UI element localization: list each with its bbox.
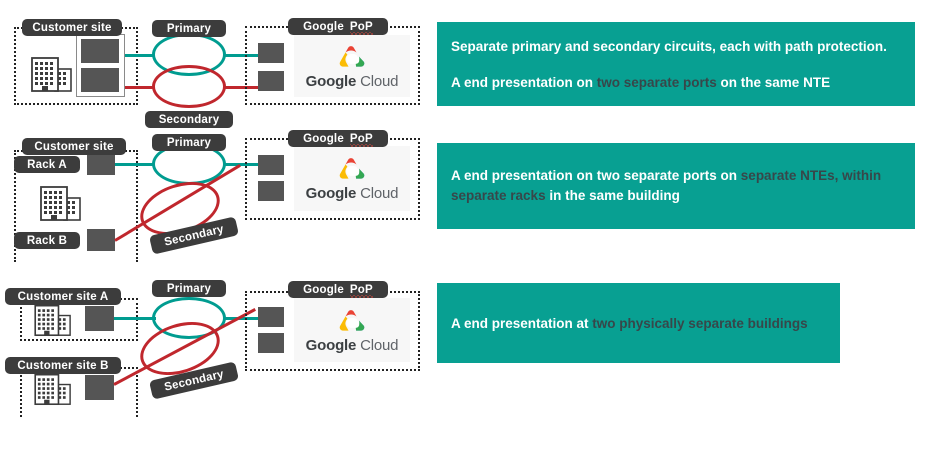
google-cloud-wordmark-row3: Google Cloud <box>306 337 399 354</box>
google-pop-word-text-row3: PoP <box>349 283 373 298</box>
google-pop-word-text-row2: PoP <box>349 132 373 147</box>
nte-port-secondary-row1 <box>81 68 119 92</box>
building-icon-row1 <box>31 57 72 92</box>
primary-link-left-row2 <box>115 163 154 166</box>
google-pop-label-row1: Google PoP <box>288 18 388 35</box>
gc-google-text-row3: Google <box>305 336 357 354</box>
primary-link-left-row3 <box>114 317 156 320</box>
building-icon-row2 <box>40 186 81 221</box>
google-cloud-logo-card-row3: Google Cloud <box>294 298 410 362</box>
secondary-link-left-row1 <box>125 86 154 89</box>
secondary-cloud-oval-row1 <box>152 65 226 108</box>
pop-port-primary-row2 <box>258 155 284 175</box>
panel1-line1-text: Separate primary and secondary circuits,… <box>451 38 887 54</box>
google-pop-prefix-text: Google <box>303 20 344 33</box>
google-cloud-icon-row3 <box>339 309 365 331</box>
gc-google-text: Google <box>305 72 357 90</box>
google-cloud-logo-card-row2: Google Cloud <box>294 146 410 211</box>
google-pop-label-row2: Google PoP <box>288 130 388 147</box>
panel2-line1-post: in the same building <box>545 188 680 203</box>
panel3-line1: A end presentation at two physically sep… <box>451 313 826 334</box>
gc-google-text-row2: Google <box>305 185 357 202</box>
customer-site-a-label: Customer site A <box>5 288 121 305</box>
panel1-line2-highlight: two separate ports <box>596 74 717 90</box>
spellcheck-underline-icon <box>349 31 373 35</box>
google-cloud-wordmark-row2: Google Cloud <box>306 185 399 202</box>
google-cloud-wordmark: Google Cloud <box>306 73 399 90</box>
spellcheck-underline-icon-row2 <box>349 143 373 147</box>
customer-site-label-row2: Customer site <box>22 138 126 155</box>
google-cloud-icon <box>339 45 365 67</box>
rack-b-nte-row2 <box>87 229 115 251</box>
primary-label-row3: Primary <box>152 280 226 297</box>
pop-port-secondary-row1 <box>258 71 284 91</box>
pop-port-secondary-row3 <box>258 333 284 353</box>
primary-link-right-row1 <box>224 54 258 57</box>
secondary-link-right-row1 <box>224 86 258 89</box>
gc-cloud-text-row2: Cloud <box>360 185 399 202</box>
pop-port-primary-row3 <box>258 307 284 327</box>
description-panel-row3: A end presentation at two physically sep… <box>437 283 840 363</box>
panel1-line1: Separate primary and secondary circuits,… <box>451 36 901 57</box>
secondary-label-row1: Secondary <box>145 111 233 128</box>
customer-site-label-row1: Customer site <box>22 19 122 36</box>
panel2-line1: A end presentation on two separate ports… <box>451 166 901 206</box>
site-a-nte <box>85 306 114 331</box>
panel2-line1-highlight: separate NTEs, within separate racks <box>451 168 882 203</box>
customer-site-b-label: Customer site B <box>5 357 121 374</box>
pop-port-primary-row1 <box>258 43 284 63</box>
primary-label-row1: Primary <box>152 20 226 37</box>
google-pop-prefix-text-row3: Google <box>303 283 344 296</box>
rack-a-nte-row2 <box>87 153 115 175</box>
description-panel-row2: A end presentation on two separate ports… <box>437 143 915 229</box>
primary-link-left-row1 <box>125 54 154 57</box>
building-icon-site-a <box>34 304 71 337</box>
primary-link-right-row2 <box>224 163 258 166</box>
gc-cloud-text: Cloud <box>360 72 399 90</box>
rack-b-label-row2: Rack B <box>14 232 80 249</box>
panel1-line2-post: on the same NTE <box>716 74 831 90</box>
nte-port-primary-row1 <box>81 39 119 63</box>
gc-cloud-text-row3: Cloud <box>360 336 399 354</box>
panel3-line1-highlight: two physically separate buildings <box>592 315 808 331</box>
pop-port-secondary-row2 <box>258 181 284 201</box>
building-icon-site-b <box>34 373 71 406</box>
google-pop-prefix-text-row2: Google <box>303 132 344 145</box>
google-cloud-icon-row2 <box>339 158 365 179</box>
google-pop-word-text: PoP <box>349 20 373 35</box>
spellcheck-underline-icon-row3 <box>349 294 373 298</box>
google-cloud-logo-card-row1: Google Cloud <box>294 35 410 97</box>
panel1-line2: A end presentation on two separate ports… <box>451 72 901 93</box>
description-panel-row1: Separate primary and secondary circuits,… <box>437 22 915 106</box>
panel1-line2-pre: A end presentation on <box>451 74 597 90</box>
rack-a-label-row2: Rack A <box>14 156 80 173</box>
primary-label-row2: Primary <box>152 134 226 151</box>
site-b-nte <box>85 375 114 400</box>
panel2-line1-pre: A end presentation on two separate ports… <box>451 168 741 183</box>
panel3-line1-pre: A end presentation at <box>451 315 593 331</box>
google-pop-label-row3: Google PoP <box>288 281 388 298</box>
